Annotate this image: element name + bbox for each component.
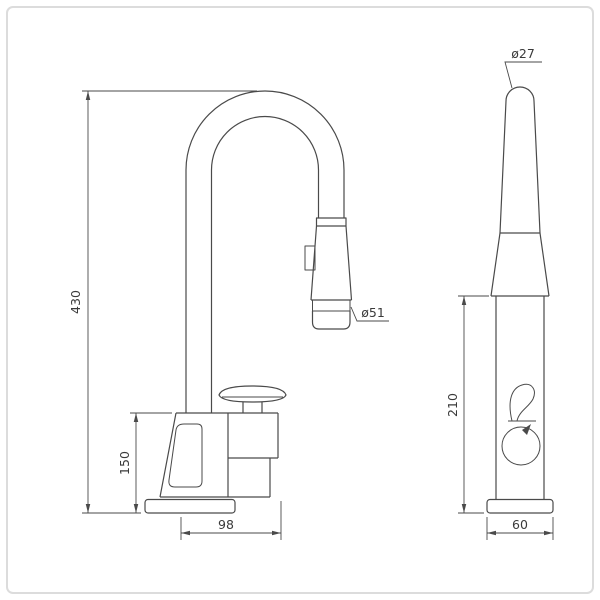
handle-front bbox=[218, 385, 287, 413]
spout-side-cone bbox=[490, 232, 550, 297]
spout-side-tube bbox=[499, 86, 541, 234]
body-right-step bbox=[227, 413, 279, 497]
sprayer-nozzle-cap bbox=[311, 311, 351, 330]
dimension-body-height-150: 150 bbox=[117, 412, 172, 513]
dim-label-spout-diameter: ø27 bbox=[511, 46, 535, 61]
handle-escutcheon-circle bbox=[501, 426, 541, 466]
page-border bbox=[6, 6, 594, 594]
leader-line bbox=[350, 306, 389, 322]
dim-label-body-height: 150 bbox=[117, 451, 132, 475]
dimension-base-depth-60: 60 bbox=[486, 517, 554, 540]
handle-stem bbox=[242, 402, 263, 413]
sprayer-mode-button bbox=[304, 245, 316, 271]
dimension-spout-diameter-27: ø27 bbox=[504, 46, 542, 89]
dimension-spray-head-diameter-51: ø51 bbox=[350, 305, 389, 322]
body-side-column bbox=[495, 296, 545, 500]
body-left-slant bbox=[159, 412, 270, 498]
leader-line bbox=[504, 61, 542, 89]
spout-inner-contour bbox=[210, 115, 320, 413]
side-view bbox=[486, 86, 554, 514]
dimension-base-width-98: 98 bbox=[180, 501, 282, 540]
base-plate-front bbox=[144, 498, 236, 514]
body-inner-detail bbox=[168, 423, 203, 488]
handle-lever-side bbox=[509, 383, 535, 422]
sprayer-head bbox=[304, 217, 353, 330]
dim-label-total-height: 430 bbox=[68, 290, 83, 314]
sprayer-nozzle-ring bbox=[312, 300, 351, 312]
handle-side bbox=[501, 383, 541, 466]
spout-outer-contour bbox=[185, 90, 345, 413]
front-view bbox=[144, 90, 353, 514]
handle-pointer-mark bbox=[522, 424, 531, 435]
dim-label-side-body-height: 210 bbox=[445, 393, 460, 417]
body-front bbox=[159, 412, 279, 498]
dimension-total-height-430: 430 bbox=[68, 90, 257, 514]
dim-label-base-width: 98 bbox=[218, 517, 234, 532]
dim-label-base-depth: 60 bbox=[512, 517, 528, 532]
sprayer-collar bbox=[315, 217, 347, 227]
handle-disc bbox=[218, 385, 287, 403]
base-plate-side bbox=[486, 498, 554, 514]
dim-label-spray-head-diameter: ø51 bbox=[361, 305, 385, 320]
sprayer-cone bbox=[310, 225, 353, 301]
dimension-side-body-height-210: 210 bbox=[445, 295, 489, 514]
